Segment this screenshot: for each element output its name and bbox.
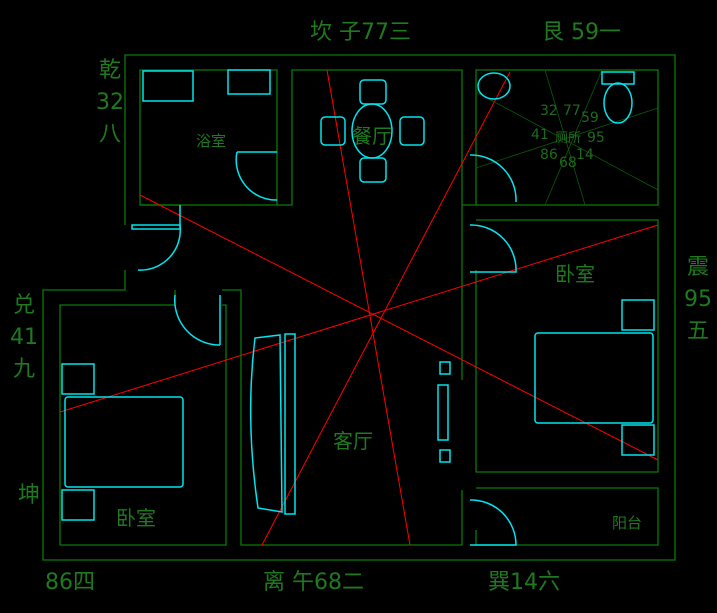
bagua-axes <box>59 69 659 546</box>
star-dui: 九 <box>12 357 35 382</box>
toilet-tank <box>601 71 635 85</box>
room-label-balcony: 阳台 <box>612 514 643 532</box>
number-zhen: 95 <box>684 287 712 312</box>
direction-south: 离 午68二 <box>263 570 364 595</box>
room-label-bedroom-east: 卧室 <box>555 262 595 286</box>
bed-west <box>64 396 184 488</box>
compass-number: 41 <box>531 127 549 143</box>
room-label-dining: 餐厅 <box>352 124 392 148</box>
direction-west: 兑 41 九 <box>10 290 38 386</box>
sink-icon <box>142 70 194 102</box>
sofa <box>249 334 283 513</box>
direction-east: 震 95 五 <box>684 252 712 348</box>
trigram-dui: 兑 <box>12 293 35 318</box>
trigram-zhen: 震 <box>686 255 709 280</box>
compass-number: 77 <box>563 103 581 119</box>
direction-northwest: 乾 32 八 <box>96 55 124 151</box>
compass-number: 95 <box>587 130 605 146</box>
compass-number: 68 <box>559 155 577 171</box>
stove-icon <box>227 69 271 95</box>
room-label-bathroom: 厕所 <box>555 131 582 146</box>
direction-north: 坎 子77三 <box>310 20 411 45</box>
compass-number: 59 <box>581 110 599 126</box>
compass-number: 32 <box>540 103 558 119</box>
washbasin-icon <box>477 72 511 100</box>
number-qian: 32 <box>96 90 124 115</box>
star-zhen: 五 <box>686 319 709 344</box>
number-dui: 41 <box>10 325 38 350</box>
direction-southwest-trigram: 坤 <box>18 483 41 508</box>
compass-number: 14 <box>576 147 594 163</box>
direction-southwest-number: 86四 <box>45 570 95 595</box>
direction-northeast: 艮 59一 <box>542 20 621 45</box>
toilet-icon <box>603 82 633 124</box>
furniture <box>61 69 655 546</box>
walls <box>42 54 676 561</box>
trigram-qian: 乾 <box>98 58 121 83</box>
compass-number: 86 <box>540 147 558 163</box>
star-qian: 八 <box>98 122 121 147</box>
room-label-bedroom-west: 卧室 <box>116 506 156 530</box>
room-label-kitchen: 浴室 <box>196 132 227 150</box>
room-label-living: 客厅 <box>333 429 373 453</box>
bed-east <box>534 332 654 424</box>
direction-southeast: 巽14六 <box>488 570 560 595</box>
